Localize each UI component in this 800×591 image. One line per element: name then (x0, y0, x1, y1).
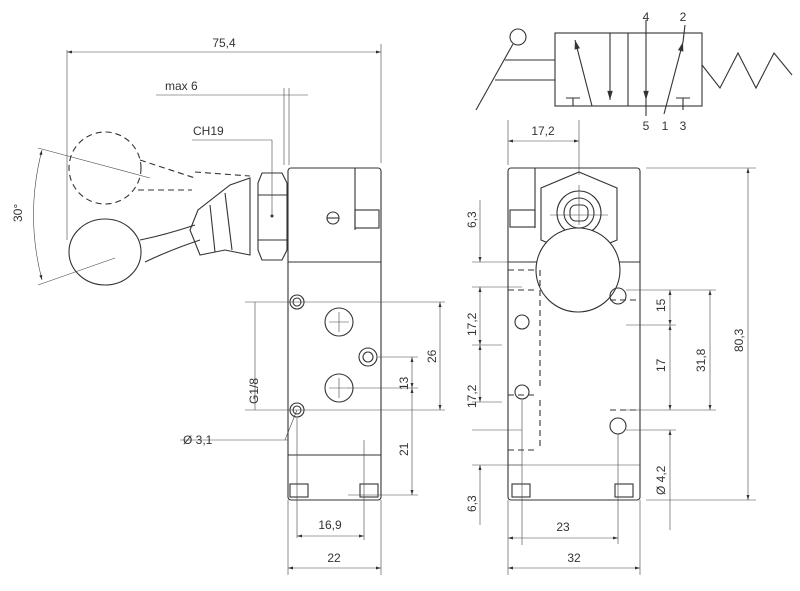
dim-6-3-bottom: 6,3 (465, 495, 479, 512)
dim-top-17-2: 17,2 (531, 124, 555, 138)
dim-width-32: 32 (567, 551, 581, 565)
dim-26: 26 (425, 349, 439, 363)
port-label-3: 3 (680, 119, 687, 133)
dim-31-8: 31,8 (694, 348, 708, 372)
dim-16-9: 16,9 (318, 518, 342, 532)
dim-width-22: 22 (327, 551, 341, 565)
port-2 (324, 307, 354, 337)
port-label-1: 1 (662, 119, 669, 133)
dim-height-80-3: 80,3 (732, 328, 746, 352)
port-label-2: 2 (680, 10, 687, 24)
label-ch19: CH19 (193, 124, 224, 138)
dim-overall-length: 75,4 (212, 36, 236, 50)
dim-17: 17 (654, 358, 668, 372)
dim-6-3-top: 6,3 (465, 211, 479, 228)
lever-knob-front (535, 227, 621, 313)
label-hole-4-2: Ø 4,2 (654, 465, 668, 495)
dim-15: 15 (654, 298, 668, 312)
dim-17-2-a: 17,2 (465, 312, 479, 336)
dim-17-2-b: 17,2 (465, 384, 479, 408)
dim-angle: 30° (11, 204, 25, 222)
dim-13: 13 (397, 376, 411, 390)
valve-symbol: 4 2 5 1 3 (475, 10, 793, 133)
lever-knob (68, 218, 142, 286)
dim-21: 21 (397, 442, 411, 456)
front-view: 17,2 6,3 17,2 17,2 6,3 15 17 31,8 80,3 Ø… (465, 120, 756, 575)
label-g18: G1/8 (247, 378, 261, 404)
label-hole-diameter: Ø 3,1 (183, 433, 213, 447)
dim-23: 23 (556, 520, 570, 534)
port-label-4: 4 (643, 10, 650, 24)
hex-nut (257, 172, 288, 261)
side-view: 75,4 max 6 CH19 30° G1/8 Ø 3,1 26 13 21 … (11, 36, 445, 575)
valve-body-front (507, 167, 641, 501)
port-label-5: 5 (643, 119, 650, 133)
dim-max-6: max 6 (165, 79, 198, 93)
valve-body (287, 167, 382, 501)
